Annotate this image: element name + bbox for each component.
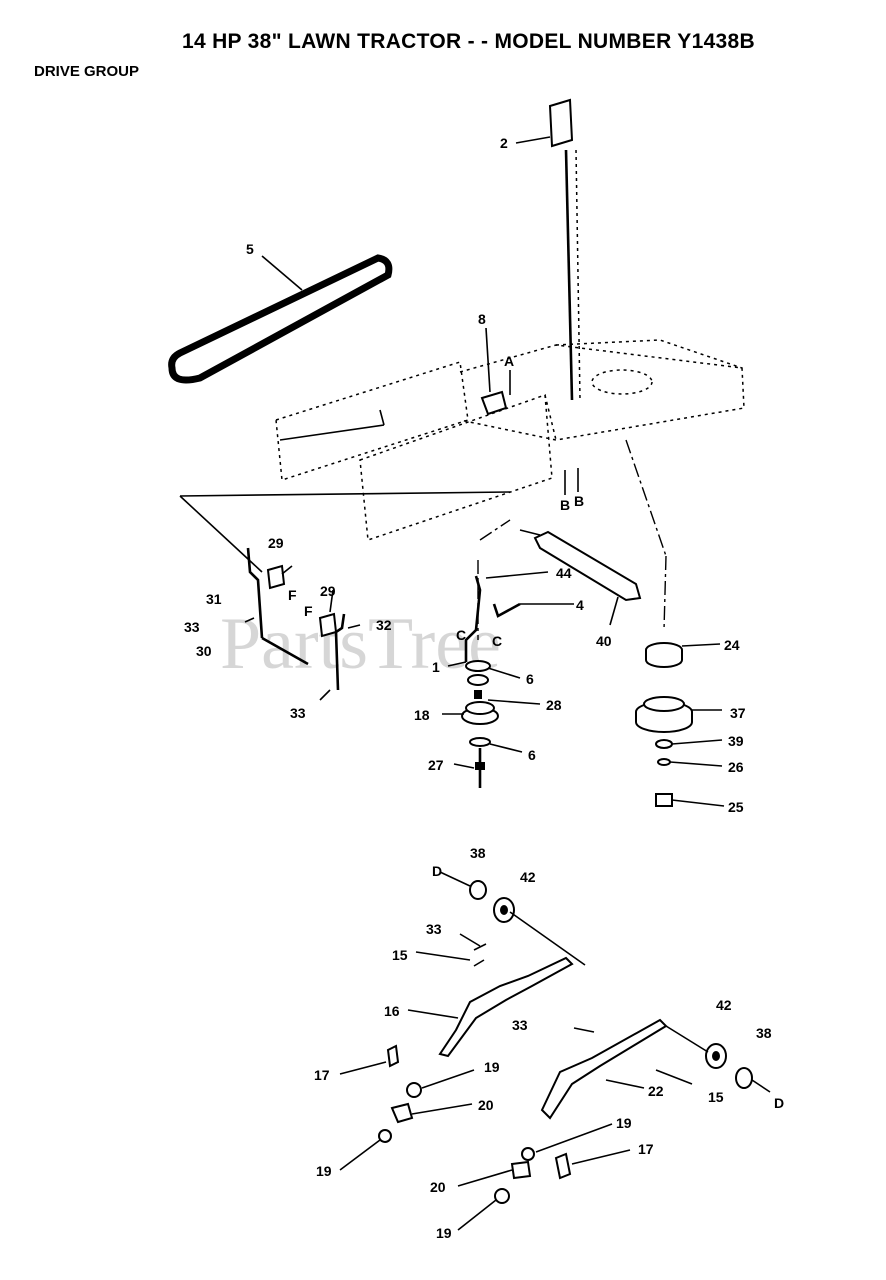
callout-b-right: B <box>574 493 584 509</box>
callout-19-d: 19 <box>436 1225 452 1241</box>
part-5-drive-belt <box>168 254 393 384</box>
callout-29-right: 29 <box>320 583 336 599</box>
callout-19-a: 19 <box>484 1059 500 1075</box>
callout-15-b: 15 <box>708 1089 724 1105</box>
callout-c-left: C <box>456 627 466 643</box>
callout-6-a: 6 <box>526 671 534 687</box>
callout-17-b: 17 <box>638 1141 654 1157</box>
callout-8: 8 <box>478 311 486 327</box>
idler-pulley-stack <box>442 660 541 788</box>
section-subtitle: DRIVE GROUP <box>34 63 140 80</box>
callout-16: 16 <box>384 1003 400 1019</box>
callout-29-left: 29 <box>268 535 284 551</box>
pedal-hardware <box>339 933 631 1231</box>
callout-38-a: 38 <box>470 845 486 861</box>
brake-linkage-rods <box>179 491 511 701</box>
callout-1: 1 <box>432 659 440 675</box>
callout-b-left: B <box>560 497 570 513</box>
callout-18: 18 <box>414 707 430 723</box>
callout-20-b: 20 <box>430 1179 446 1195</box>
engine-pulley-stack <box>625 439 725 807</box>
callout-33-a: 33 <box>184 619 200 635</box>
callout-32: 32 <box>376 617 392 633</box>
callout-26: 26 <box>728 759 744 775</box>
callout-33-c: 33 <box>426 921 442 937</box>
pedal-assembly <box>407 871 771 1120</box>
tractor-frame <box>275 327 745 542</box>
callout-4: 4 <box>576 597 584 613</box>
callout-44: 44 <box>556 565 572 581</box>
callout-a: A <box>504 353 514 369</box>
page-title: 14 HP 38" LAWN TRACTOR - - MODEL NUMBER … <box>182 30 755 53</box>
callout-19-b: 19 <box>316 1163 332 1179</box>
callout-30: 30 <box>196 643 212 659</box>
callout-42-a: 42 <box>520 869 536 885</box>
callout-33-b: 33 <box>290 705 306 721</box>
watermark: PartsTree <box>220 603 501 685</box>
callout-33-d: 33 <box>512 1017 528 1033</box>
callout-19-c: 19 <box>616 1115 632 1131</box>
callout-17-a: 17 <box>314 1067 330 1083</box>
callout-38-b: 38 <box>756 1025 772 1041</box>
part-2-shift-lever <box>515 98 581 401</box>
callout-d-top: D <box>432 863 442 879</box>
callout-28: 28 <box>546 697 562 713</box>
callout-2: 2 <box>500 135 508 151</box>
callout-37: 37 <box>730 705 746 721</box>
callout-5: 5 <box>246 241 254 257</box>
callout-6-b: 6 <box>528 747 536 763</box>
callout-f-left: F <box>288 587 297 603</box>
callout-c-right: C <box>492 633 502 649</box>
callout-f-right: F <box>304 603 313 619</box>
callout-d-bottom: D <box>774 1095 784 1111</box>
callout-42-b: 42 <box>716 997 732 1013</box>
clutch-linkage <box>447 519 642 667</box>
callout-25: 25 <box>728 799 744 815</box>
callout-15-a: 15 <box>392 947 408 963</box>
callout-labels: 2 5 8 A B B 29 F 31 33 30 29 F 32 33 44 … <box>184 135 784 1241</box>
callout-27: 27 <box>428 757 444 773</box>
callout-20-a: 20 <box>478 1097 494 1113</box>
callout-24: 24 <box>724 637 740 653</box>
callout-22: 22 <box>648 1083 664 1099</box>
callout-40: 40 <box>596 633 612 649</box>
callout-31: 31 <box>206 591 222 607</box>
callout-39: 39 <box>728 733 744 749</box>
